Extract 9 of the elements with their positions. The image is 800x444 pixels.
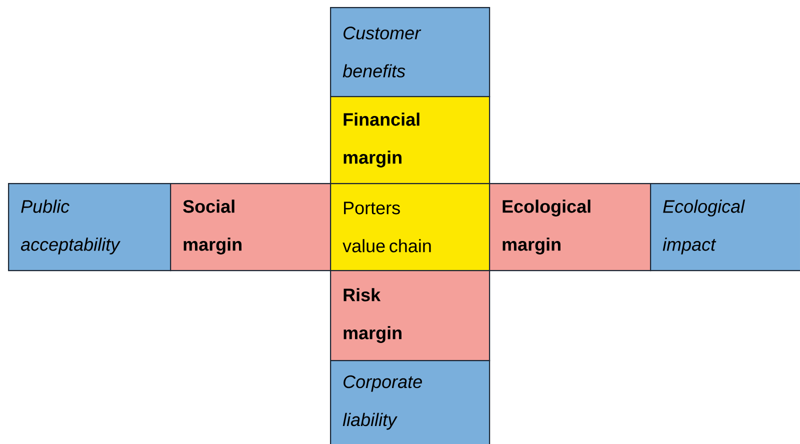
outcome-box: Public acceptability [8,183,172,272]
margin-box: Social margin [170,183,332,272]
value-box: Financial margin [330,96,490,184]
margin-box: Ecological margin [489,183,652,272]
outcome-box: Customer benefits [330,7,490,98]
outcome-box: Corporate liability [330,360,490,444]
value-box: Porters value chain [330,183,490,272]
margin-box: Risk margin [330,270,490,362]
outcome-box: Ecological impact [650,183,800,272]
